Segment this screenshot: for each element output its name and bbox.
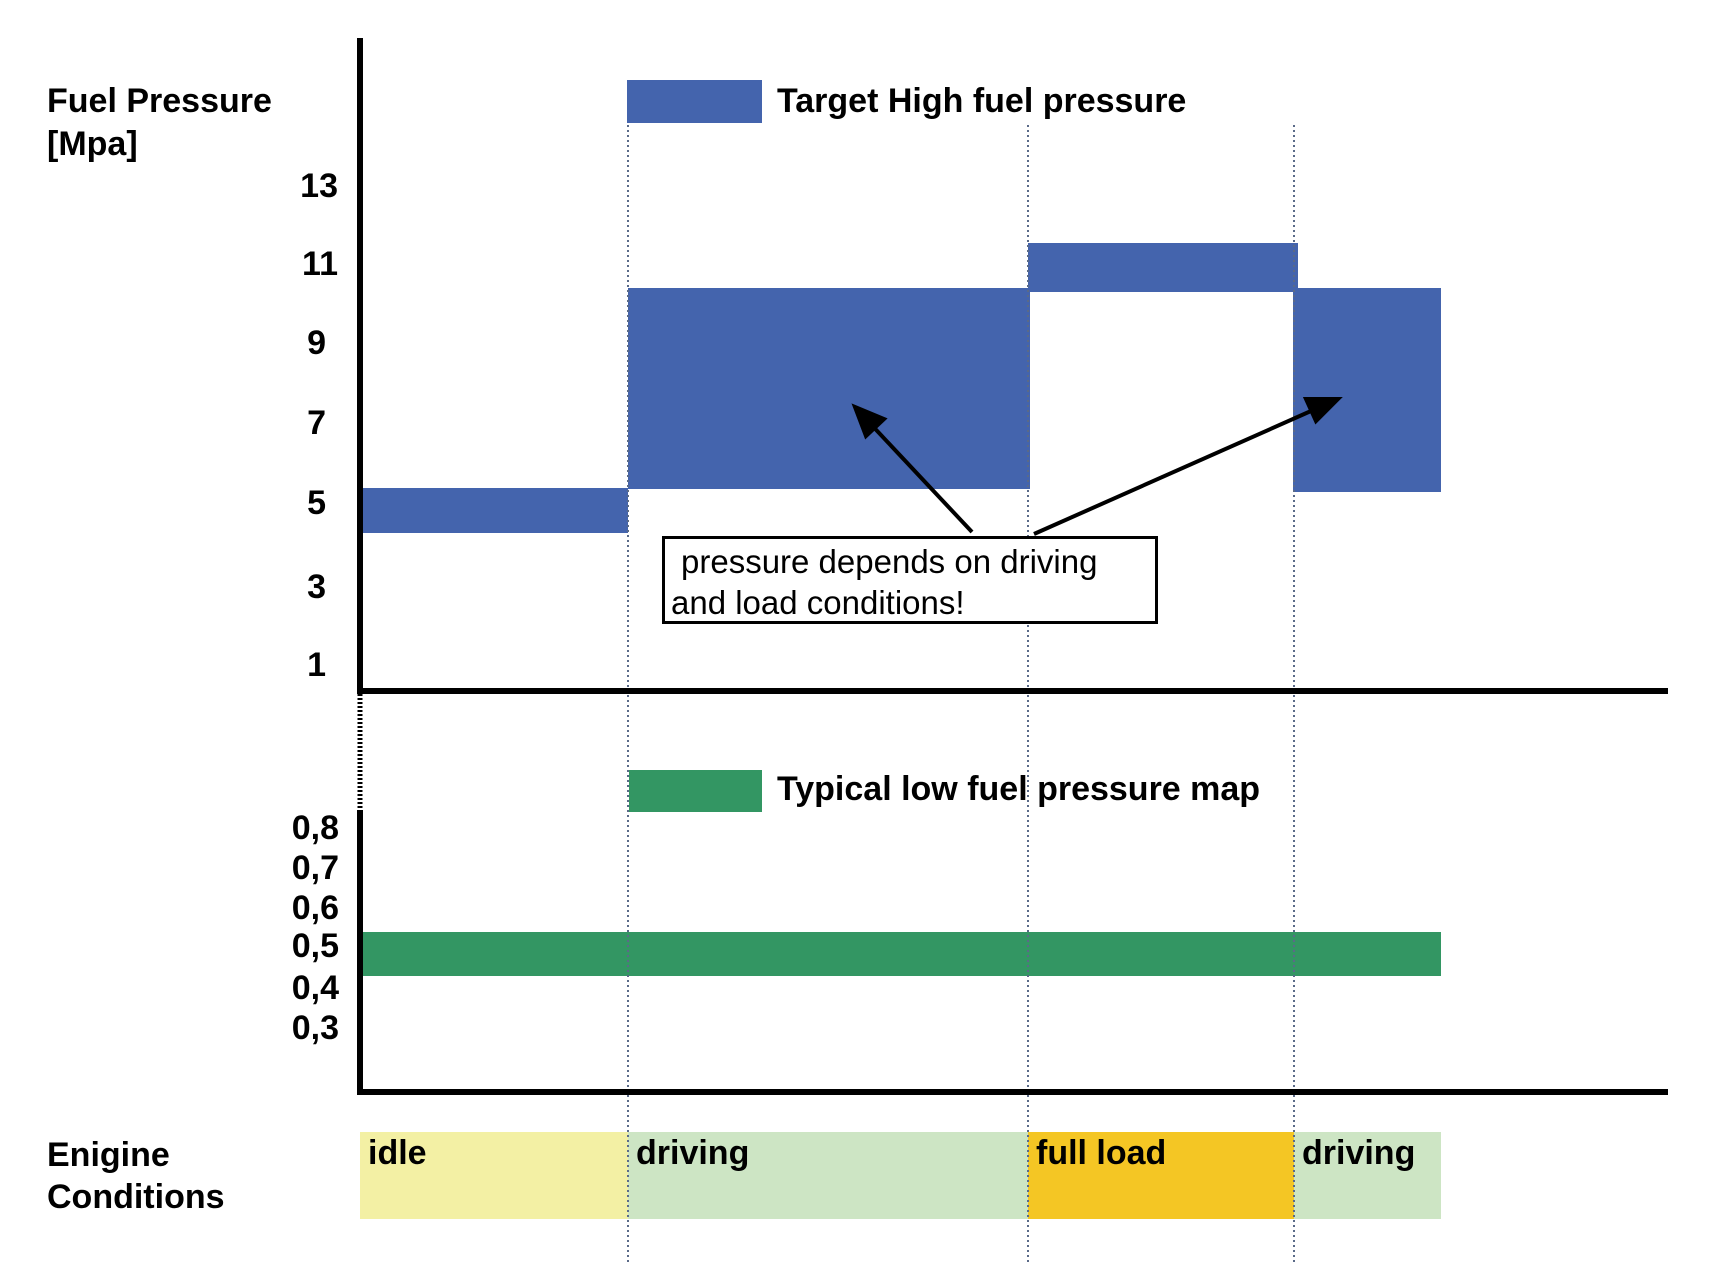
y-tick-label: 0,4	[291, 969, 339, 1007]
annotation-arrowhead-left	[851, 403, 888, 440]
high-pressure-band-driving-2	[1293, 288, 1441, 492]
annotation-box: pressure depends on driving and load con…	[662, 536, 1158, 624]
high-pressure-band-driving	[628, 288, 1030, 489]
conditions-title-line2: Conditions	[47, 1178, 225, 1216]
annotation-line1: pressure depends on driving	[681, 543, 1098, 580]
condition-driving-2: driving	[1294, 1132, 1441, 1219]
y-tick-label: 3	[307, 568, 326, 606]
y-tick-label: 0,8	[291, 809, 339, 847]
annotation-arrow-left	[863, 416, 974, 534]
y-tick-label: 0,6	[291, 889, 339, 927]
annotation-arrowhead-right	[1302, 397, 1343, 425]
y-tick-label: 5	[307, 484, 326, 522]
y-axis-title-line2: [Mpa]	[47, 125, 138, 163]
condition-full-load: full load	[1028, 1132, 1294, 1219]
y-axis-title-line1: Fuel Pressure	[47, 82, 272, 120]
y-tick-label: 0,7	[291, 849, 339, 887]
low-pressure-legend-label: Typical low fuel pressure map	[777, 770, 1261, 808]
annotation-arrow-right	[1033, 405, 1321, 536]
y-tick-label: 1	[307, 646, 326, 684]
high-pressure-band-idle	[360, 488, 628, 533]
high-pressure-band-full-load	[1028, 243, 1298, 292]
condition-driving: driving	[628, 1132, 1028, 1219]
y-tick-label: 9	[307, 324, 326, 362]
annotation-line2: and load conditions!	[671, 584, 965, 621]
y-tick-label: 13	[300, 167, 338, 205]
condition-label: driving	[636, 1134, 750, 1172]
condition-label: idle	[368, 1134, 427, 1172]
conditions-title-line1: Enigine	[47, 1136, 170, 1174]
y-tick-label: 11	[302, 245, 338, 283]
condition-idle: idle	[360, 1132, 628, 1219]
low-pressure-legend-swatch	[629, 770, 762, 812]
condition-label: driving	[1302, 1134, 1416, 1172]
y-tick-label: 0,5	[291, 927, 339, 965]
y-tick-label: 0,3	[291, 1009, 339, 1047]
condition-label: full load	[1036, 1134, 1167, 1172]
high-pressure-legend-swatch	[627, 80, 762, 123]
y-tick-label: 7	[307, 404, 326, 442]
high-pressure-legend-label: Target High fuel pressure	[777, 82, 1187, 120]
low-pressure-band	[360, 932, 1441, 976]
